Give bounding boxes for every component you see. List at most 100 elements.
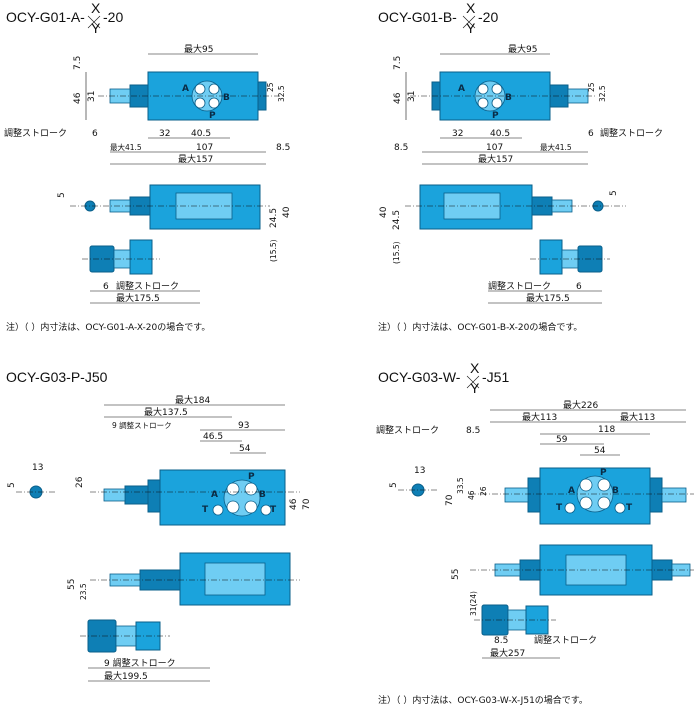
title-g01a-y: Y: [91, 20, 101, 36]
dim-31: 31: [87, 91, 97, 102]
port-hole-t-left-w: [564, 502, 576, 514]
dim-31-24-w: 31(24): [469, 591, 478, 616]
handle-body: [129, 239, 153, 275]
title-g01a-suffix: -20: [103, 9, 123, 25]
dim-max175-5-b: 最大175.5: [526, 292, 570, 304]
title-g03w-prefix: OCY-G03-W-: [378, 369, 461, 385]
port-label-a-b: A: [458, 84, 465, 94]
port-hole-t-right-p: [260, 504, 272, 516]
title-g01b-prefix: OCY-G01-B-: [378, 9, 457, 25]
title-g01b-x: X: [466, 0, 476, 16]
dim-55-w: 55: [451, 569, 461, 580]
dim-max175-5: 最大175.5: [116, 292, 160, 304]
dim-46: 46: [73, 92, 83, 104]
port-hole-p-w: [597, 478, 611, 492]
dim-26: 26: [75, 476, 85, 488]
dim-adjust-label-b: 調整ストローク: [600, 127, 663, 139]
dim-5-b: 5: [609, 190, 619, 196]
dim-5: 5: [57, 192, 67, 198]
dim-70: 70: [302, 498, 312, 510]
dim-33-5-w: 33.5: [456, 477, 465, 494]
dim-40-b: 40: [379, 206, 389, 218]
dim-46-w: 46: [467, 490, 476, 500]
port-hole-t: [208, 83, 220, 95]
dim-max137-5: 最大137.5: [144, 406, 188, 418]
dim-adjust-label: 調整ストローク: [4, 127, 67, 139]
dim-32-5-b: 32.5: [598, 85, 607, 102]
view-g01a: OCY-G01-A- X Y -20 A B P 最大95 46 7.5 31 …: [4, 0, 292, 333]
port-label-t2-p: T: [270, 505, 277, 515]
port-label-b: B: [223, 93, 230, 103]
title-g01a-prefix: OCY-G01-A-: [6, 9, 85, 25]
dim-13: 13: [32, 463, 43, 473]
dim-23-5: 23.5: [79, 583, 88, 600]
view-g03w: OCY-G03-W- X Y -J51 A P B T T 最大226 調整スト…: [376, 360, 694, 706]
title-g03w-suffix: -J51: [482, 369, 509, 385]
dim-32-5: 32.5: [277, 85, 286, 102]
dim-15-5: (15.5): [269, 239, 278, 262]
dim-adjust-bottom-b: 調整ストローク: [488, 280, 551, 292]
title-g01b-y: Y: [466, 20, 476, 36]
dim-5-p: 5: [7, 482, 17, 488]
dim-7-5-b: 7.5: [393, 56, 403, 70]
dim-118: 118: [598, 425, 615, 435]
dim-24-5-b: 24.5: [392, 210, 402, 230]
dim-5-w: 5: [389, 482, 399, 488]
title-g03w-cross: [466, 375, 480, 389]
dim-46-b: 46: [393, 92, 403, 104]
note-g03w: 注）（ ）内寸法は、OCY-G03-W-X-J51の場合です。: [378, 694, 588, 706]
adjust-housing-right-w: [649, 477, 663, 513]
dim-adjust-w: 調整ストローク: [376, 424, 439, 436]
dim-max184: 最大184: [175, 394, 210, 406]
dim-31-b: 31: [407, 91, 417, 102]
adjust-screw-left-w: [504, 487, 529, 503]
port-hole-p: [194, 97, 206, 109]
dim-max95-b: 最大95: [508, 43, 537, 55]
handle-body-b: [539, 239, 563, 275]
title-g01a-cross: [87, 15, 101, 29]
valve-body-top-p: [159, 469, 286, 526]
dim-25-b: 25: [587, 82, 596, 92]
port-label-a-p: A: [211, 490, 218, 500]
port-label-t2-w: T: [626, 503, 633, 513]
port-hole-t-left-p: [212, 504, 224, 516]
port-hole-a: [194, 83, 206, 95]
title-g03p: OCY-G03-P-J50: [6, 369, 108, 385]
view-g03p: OCY-G03-P-J50 A P B T T 最大184 最大137.5 9 …: [6, 369, 312, 682]
title-g03w-y: Y: [470, 380, 480, 396]
dim-70-w: 70: [445, 494, 455, 506]
dim-adjust-bottom: 調整ストローク: [116, 280, 179, 292]
port-hole-a-b: [477, 83, 489, 95]
dim-6: 6: [92, 129, 98, 139]
port-hole-t1-p: [226, 500, 240, 514]
valve-face-recess-p: [204, 562, 266, 596]
port-label-p-b: P: [492, 111, 499, 121]
port-label-b-b: B: [505, 93, 512, 103]
note-g01a: 注）（ ）内寸法は、OCY-G01-A-X-20の場合です。: [6, 321, 210, 333]
dim-max41-5: 最大41.5: [110, 142, 142, 152]
dim-adjust9: 9 調整ストローク: [112, 420, 172, 430]
adjust-housing-p: [147, 479, 161, 513]
port-label-b-p: B: [259, 490, 266, 500]
dim-adjust9b: 9 調整ストローク: [104, 657, 176, 669]
dim-max157-b: 最大157: [478, 153, 513, 165]
port-hole-b: [208, 97, 220, 109]
dim-7-5: 7.5: [73, 56, 83, 70]
dim-107: 107: [196, 143, 213, 153]
dim-8-5: 8.5: [276, 143, 290, 153]
dim-max199-5: 最大199.5: [104, 670, 148, 682]
port-hole-b-p: [244, 500, 258, 514]
port-hole-b-b: [491, 97, 503, 109]
adjust-screw-p: [103, 488, 126, 502]
dim-55: 55: [67, 579, 77, 590]
dim-46-5: 46.5: [203, 432, 223, 442]
port-label-t1-p: T: [202, 505, 209, 515]
port-label-p: P: [209, 111, 216, 121]
port-label-a-w: A: [568, 486, 575, 496]
port-label-b-w: B: [612, 486, 619, 496]
port-hole-a-p: [226, 482, 240, 496]
port-hole-p-p: [244, 482, 258, 496]
dim-8-5-w: 8.5: [466, 426, 480, 436]
dim-93: 93: [238, 421, 249, 431]
port-hole-b-w: [597, 496, 611, 510]
